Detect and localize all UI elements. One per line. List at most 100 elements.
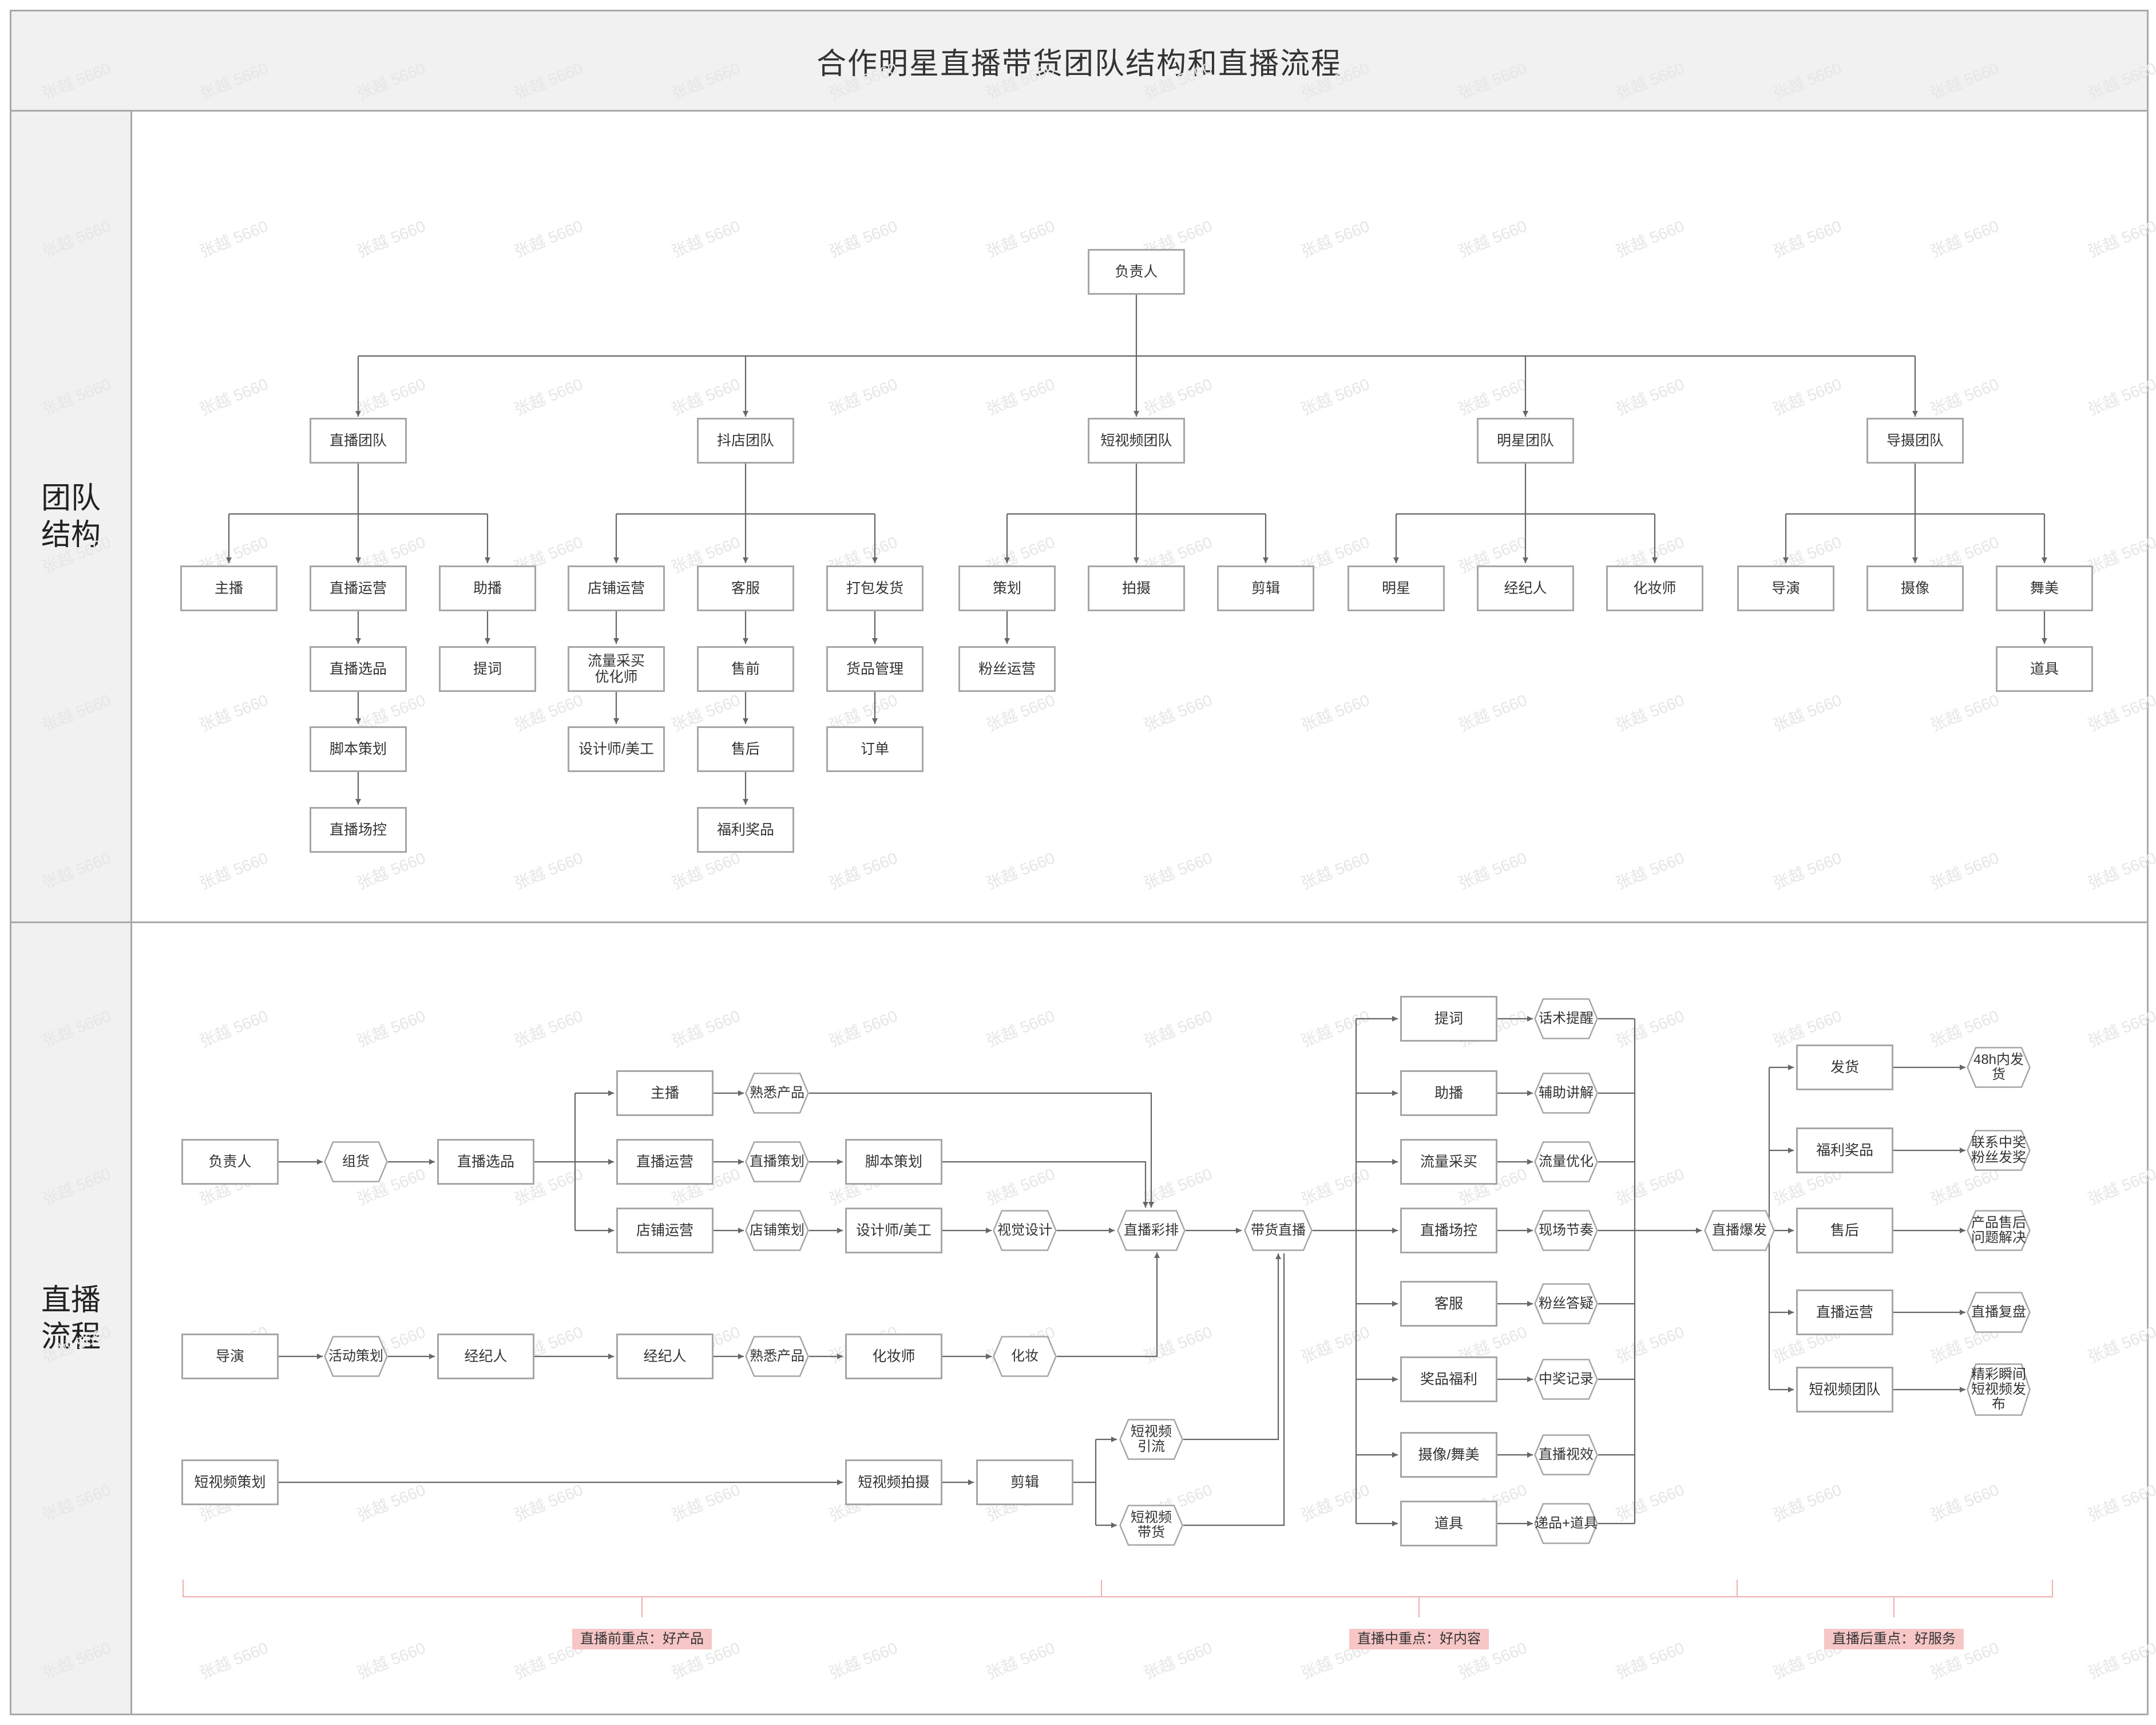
- flow-short-video-traffic-hex: 短视频 引流: [1119, 1419, 1183, 1460]
- flow-live-selling-hex: 带货直播: [1244, 1210, 1313, 1251]
- flow-live-role-box: 摄像/舞美: [1400, 1432, 1497, 1478]
- org-member-node: 客服: [697, 565, 794, 611]
- org-member-node: 导演: [1737, 565, 1834, 611]
- flow-store-planning-hex: 店铺策划: [745, 1210, 809, 1251]
- flow-live-action-hex: 直播视效: [1534, 1434, 1598, 1475]
- phase-tag: 直播前重点：好产品: [572, 1629, 712, 1649]
- org-team-node: 直播团队: [310, 418, 407, 464]
- flow-event-planning-hex: 活动策划: [324, 1336, 388, 1377]
- flow-short-video-plan-box: 短视频策划: [181, 1459, 279, 1505]
- flow-know-product-hex-label: 熟悉产品: [750, 1085, 804, 1101]
- org-member-node: 化妆师: [1606, 565, 1703, 611]
- org-team-node: 导摄团队: [1866, 418, 1964, 464]
- org-member-node: 主播: [180, 565, 278, 611]
- org-member-node: 售后: [697, 726, 794, 772]
- org-team-node: 短视频团队: [1088, 418, 1185, 464]
- org-member-node: 脚本策划: [310, 726, 407, 772]
- org-member-node: 打包发货: [826, 565, 924, 611]
- title-band: 合作明星直播带货团队结构和直播流程: [10, 10, 2149, 112]
- flow-after-action-hex-label: 直播复盘: [1971, 1304, 2026, 1320]
- flow-after-action-hex-label: 精彩瞬间 短视频发 布: [1971, 1367, 2026, 1412]
- org-member-node: 粉丝运营: [958, 646, 1056, 692]
- flow-live-ops-box: 直播运营: [616, 1139, 714, 1185]
- org-root-node: 负责人: [1088, 249, 1185, 295]
- flow-after-box: 售后: [1796, 1208, 1893, 1253]
- org-member-node: 拍摄: [1088, 565, 1185, 611]
- flow-visual-design-hex-label: 视觉设计: [997, 1222, 1052, 1238]
- flow-script-box: 脚本策划: [845, 1139, 942, 1185]
- org-member-node: 货品管理: [826, 646, 924, 692]
- flow-store-planning-hex-label: 店铺策划: [750, 1222, 804, 1238]
- flow-live-role-box: 直播场控: [1400, 1208, 1497, 1253]
- flow-director-box: 导演: [181, 1334, 279, 1379]
- flow-live-action-hex: 现场节奏: [1534, 1210, 1598, 1251]
- flow-live-role-box: 客服: [1400, 1281, 1497, 1327]
- flow-after-action-hex-label: 产品售后 问题解决: [1971, 1215, 2026, 1245]
- connector-line: [182, 1580, 2054, 1598]
- flow-know-product-hex-2: 熟悉产品: [745, 1336, 809, 1377]
- flow-host-box: 主播: [616, 1070, 714, 1116]
- flow-live-action-hex-label: 现场节奏: [1539, 1222, 1594, 1238]
- flow-live-action-hex-label: 辅助讲解: [1539, 1085, 1594, 1101]
- flow-live-role-box: 奖品福利: [1400, 1356, 1497, 1402]
- flow-live-action-hex-label: 直播视效: [1539, 1447, 1594, 1462]
- flow-live-role-box: 提词: [1400, 996, 1497, 1042]
- flow-live-action-hex-label: 粉丝答疑: [1539, 1296, 1594, 1311]
- flow-live-role-box: 道具: [1400, 1501, 1497, 1546]
- flow-after-box: 福利奖品: [1796, 1127, 1893, 1173]
- org-member-node: 订单: [826, 726, 924, 772]
- flow-short-video-traffic-hex-label: 短视频 引流: [1131, 1424, 1172, 1454]
- flow-makeup-hex: 化妆: [993, 1336, 1057, 1377]
- flow-designer-box: 设计师/美工: [845, 1208, 942, 1253]
- org-member-node: 店铺运营: [568, 565, 665, 611]
- flow-event-planning-hex-label: 活动策划: [328, 1348, 383, 1364]
- connector-line: [1183, 1253, 1285, 1526]
- flow-live-action-hex: 中奖记录: [1534, 1359, 1598, 1400]
- org-member-node: 流量采买 优化师: [568, 646, 665, 692]
- flow-responsible-box: 负责人: [181, 1139, 279, 1185]
- org-member-node: 售前: [697, 646, 794, 692]
- flow-live-role-box: 流量采买: [1400, 1139, 1497, 1185]
- flow-know-product-hex-2-label: 熟悉产品: [750, 1348, 804, 1364]
- org-member-node: 剪辑: [1217, 565, 1314, 611]
- org-member-node: 福利奖品: [697, 807, 794, 853]
- flow-editing-box: 剪辑: [976, 1459, 1073, 1505]
- flow-makeup-artist-box: 化妆师: [845, 1334, 942, 1379]
- flow-live-role-box: 助播: [1400, 1070, 1497, 1116]
- connector-line: [1057, 1252, 1160, 1358]
- flow-live-action-hex: 粉丝答疑: [1534, 1283, 1598, 1324]
- connector-line: [1183, 1253, 1281, 1441]
- flow-after-action-hex: 精彩瞬间 短视频发 布: [1967, 1363, 2031, 1416]
- flow-live-planning-hex-label: 直播策划: [750, 1154, 804, 1169]
- org-member-node: 助播: [439, 565, 536, 611]
- flow-after-box: 短视频团队: [1796, 1367, 1893, 1413]
- flow-live-planning-hex: 直播策划: [745, 1141, 809, 1182]
- flow-after-action-hex: 直播复盘: [1967, 1292, 2031, 1333]
- flow-assemble-goods-hex-label: 组货: [342, 1154, 370, 1169]
- flow-live-action-hex-label: 话术提醒: [1539, 1011, 1594, 1026]
- flow-after-action-hex-label: 48h内发货: [1973, 1052, 2024, 1082]
- flow-live-action-hex: 递品+道具: [1534, 1503, 1598, 1544]
- diagram-title: 合作明星直播带货团队结构和直播流程: [816, 47, 1342, 81]
- connector-line: [942, 1161, 1148, 1208]
- flow-live-action-hex-label: 递品+道具: [1534, 1516, 1598, 1531]
- org-member-node: 策划: [958, 565, 1056, 611]
- lane-label-flow: 直播 流程: [10, 921, 132, 1715]
- flow-short-video-shoot-box: 短视频拍摄: [845, 1459, 942, 1505]
- org-member-node: 摄像: [1866, 565, 1964, 611]
- org-team-node: 明星团队: [1477, 418, 1574, 464]
- org-member-node: 直播选品: [310, 646, 407, 692]
- org-team-node: 抖店团队: [697, 418, 794, 464]
- flow-live-action-hex: 话术提醒: [1534, 998, 1598, 1039]
- flow-visual-design-hex: 视觉设计: [993, 1210, 1057, 1251]
- flow-after-action-hex-label: 联系中奖 粉丝发奖: [1971, 1135, 2026, 1165]
- org-member-node: 明星: [1348, 565, 1445, 611]
- flow-store-ops-box: 店铺运营: [616, 1208, 714, 1253]
- flow-after-action-hex: 产品售后 问题解决: [1967, 1210, 2031, 1251]
- flow-short-video-sales-hex-label: 短视频 带货: [1131, 1510, 1172, 1540]
- org-member-node: 直播场控: [310, 807, 407, 853]
- org-member-node: 提词: [439, 646, 536, 692]
- flow-live-action-hex: 流量优化: [1534, 1141, 1598, 1182]
